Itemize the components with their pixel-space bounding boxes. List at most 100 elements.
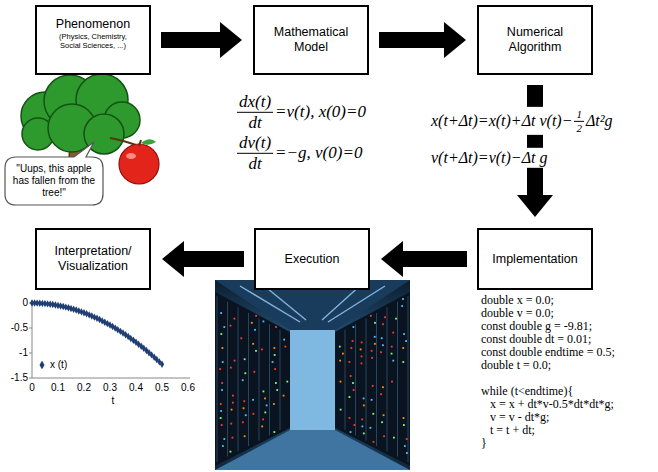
axis-tick: 0.3 <box>103 382 117 394</box>
equation-term: 2 <box>576 122 582 134</box>
code-line: v = v - dt*g; <box>490 411 549 424</box>
rack-divider <box>376 313 377 446</box>
server-racks <box>217 296 408 462</box>
server-led <box>261 426 263 428</box>
equation-segment: =−g, v(0)=0 <box>275 143 362 163</box>
rack-divider <box>269 324 270 435</box>
server-led <box>230 325 232 327</box>
server-led <box>275 326 277 328</box>
fraction: 12 <box>574 108 584 134</box>
server-led <box>339 346 341 348</box>
server-led <box>383 414 385 416</box>
legend-entry: x (t) <box>38 359 67 370</box>
server-led <box>221 424 223 426</box>
server-led <box>220 312 222 314</box>
rack-divider <box>259 319 260 441</box>
server-led <box>370 427 372 429</box>
server-led <box>405 340 407 342</box>
server-led <box>252 343 254 345</box>
axis-tick: 0.6 <box>181 382 195 394</box>
equation-term: dv(t) <box>239 133 271 152</box>
equation-term: Δt²g <box>586 112 613 129</box>
server-led <box>381 421 383 423</box>
code-line: while (t<endtime){ <box>481 385 573 398</box>
server-led <box>361 356 363 358</box>
server-led <box>263 391 265 393</box>
server-led <box>252 399 254 401</box>
server-led <box>352 340 354 342</box>
rack-divider <box>387 307 388 451</box>
server-led <box>240 337 242 339</box>
server-led <box>382 386 384 388</box>
equation-segment: x(t+Δt)=x(t)+Δt v(t)− <box>431 112 572 130</box>
server-led <box>380 393 382 395</box>
box-title: Execution <box>285 252 340 267</box>
server-led <box>372 385 374 387</box>
server-led <box>233 318 235 320</box>
axis-tick: 0.5 <box>155 382 169 394</box>
server-led <box>402 298 404 300</box>
legend-text: x (t) <box>50 359 67 370</box>
server-led <box>339 360 341 362</box>
server-led <box>283 339 285 341</box>
server-led <box>392 360 394 362</box>
line-chart <box>29 303 32 378</box>
server-led <box>373 441 375 443</box>
server-led <box>262 419 264 421</box>
server-led <box>391 346 393 348</box>
apple <box>139 140 141 146</box>
bubble-text: "Uups, this apple has fallen from the tr… <box>9 163 99 199</box>
server-led <box>384 316 386 318</box>
rack-divider <box>280 330 281 430</box>
server-led <box>273 431 275 433</box>
code-line: x = x + dt*v-0.5*dt*dt*g; <box>490 398 614 411</box>
code-line: t = t + dt; <box>490 424 535 437</box>
server-led <box>274 354 276 356</box>
server-led <box>276 389 278 391</box>
server-led <box>223 438 225 440</box>
box-title: Implementation <box>492 252 577 267</box>
server-led <box>230 423 232 425</box>
flow-arrow <box>379 32 445 48</box>
server-led <box>350 375 352 377</box>
box-title: Mathematical Model <box>260 25 362 55</box>
fraction-denominator: dt <box>246 113 263 133</box>
data-point <box>160 361 164 368</box>
axis-tick: 0 <box>22 297 28 309</box>
apple <box>119 139 159 184</box>
axis-tick: -0.5 <box>11 322 28 334</box>
server-led <box>264 412 266 414</box>
server-led <box>403 417 405 419</box>
fraction-denominator: dt <box>246 154 263 174</box>
server-led <box>242 421 244 423</box>
server-led <box>360 349 362 351</box>
server-led <box>255 350 257 352</box>
code-line: double t = 0.0; <box>481 359 551 372</box>
server-led <box>361 363 363 365</box>
server-led <box>232 402 234 404</box>
server-led <box>255 315 257 317</box>
legend-marker <box>39 361 44 369</box>
server-led <box>406 452 408 454</box>
server-led <box>286 381 288 383</box>
datacenter-photo <box>215 280 410 470</box>
equation-term: dt <box>248 154 261 173</box>
server-led <box>273 403 275 405</box>
process-box: Numerical Algorithm <box>477 5 593 75</box>
process-box: Mathematical Model <box>253 5 369 75</box>
server-led <box>402 347 404 349</box>
server-led <box>371 399 373 401</box>
equation-term: =−g, v(0)=0 <box>275 143 362 162</box>
process-box: Phenomenon(Physics, Chemistry, Social Sc… <box>35 5 151 75</box>
code-line: double v = 0.0; <box>481 307 554 320</box>
server-led <box>342 353 344 355</box>
rack-divider <box>345 330 346 430</box>
code-line: const double endtime = 0.5; <box>481 346 615 359</box>
apple <box>141 139 156 145</box>
server-led <box>395 318 397 320</box>
equation-segment: v(t+Δt)=v(t)−Δt g <box>431 149 547 167</box>
server-led <box>403 333 405 335</box>
server-led <box>374 322 376 324</box>
fraction-numerator: dx(t) <box>237 92 273 113</box>
server-led <box>220 403 222 405</box>
